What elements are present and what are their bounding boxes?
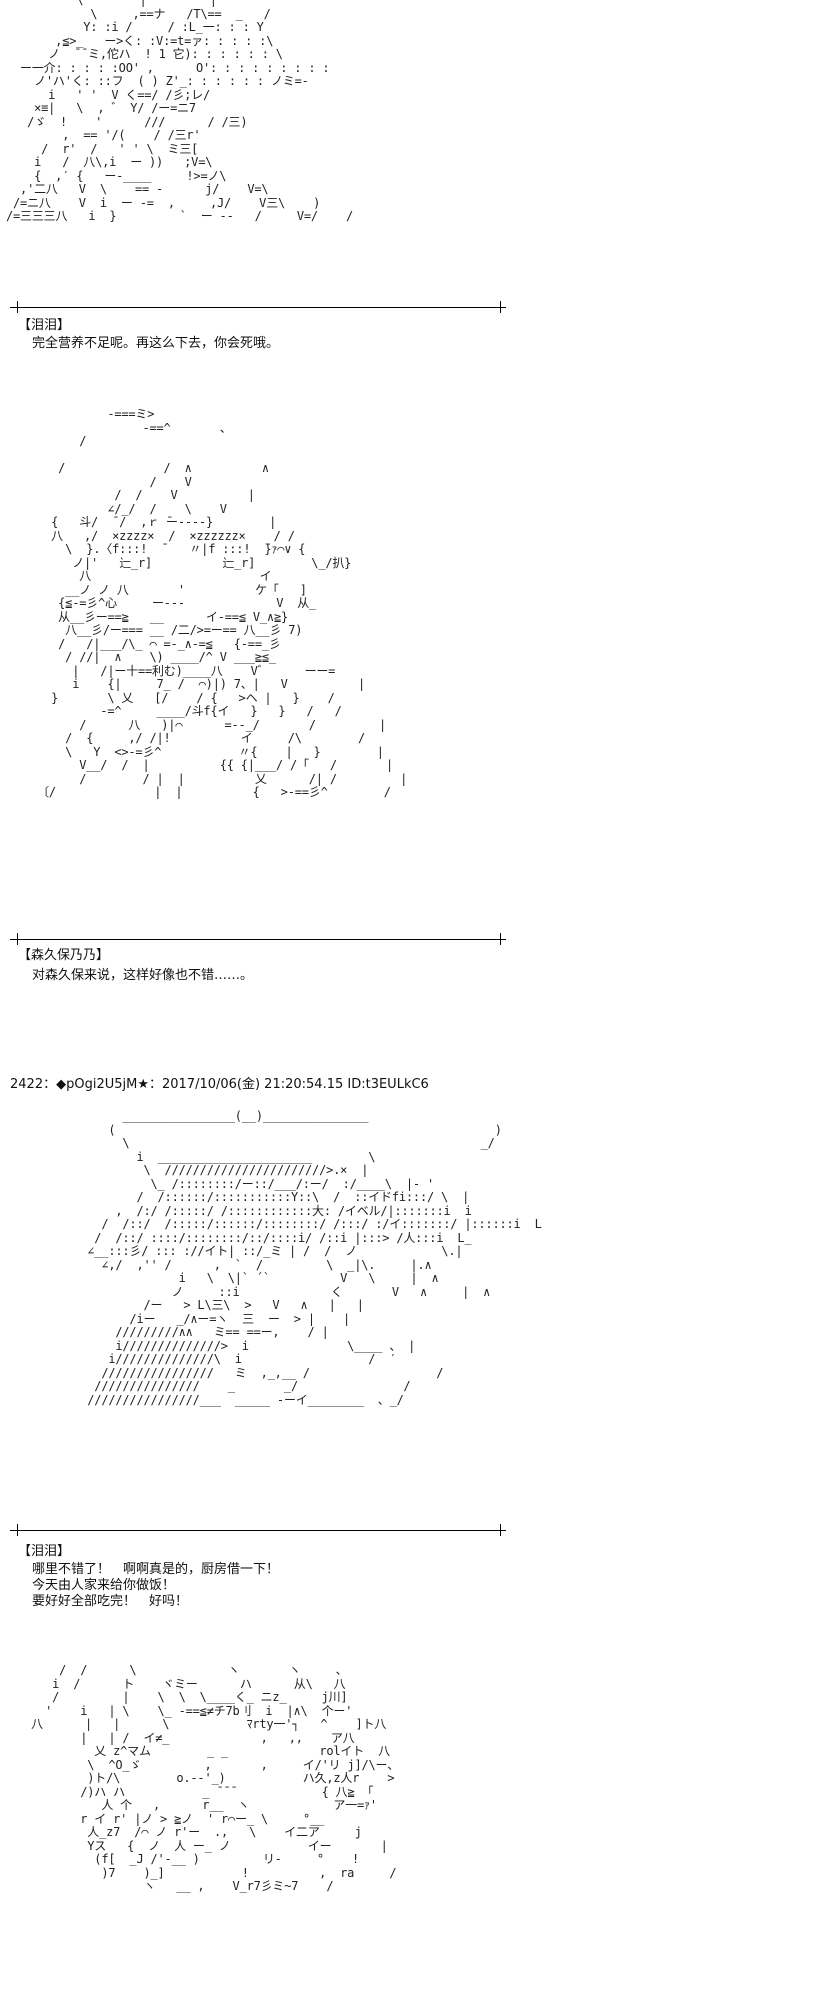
post-header: 2422：◆pOgi2U5jM★：2017/10/06(金) 21:20:54.… <box>10 1077 429 1093</box>
panel-2-dialogue-line: 对森久保来说，这样好像也不错……。 <box>32 968 254 983</box>
panel-1-frame-tick-left <box>17 301 18 313</box>
panel-2-dialogue: 对森久保来说，这样好像也不错……。 <box>32 968 253 984</box>
ascii-art-panel-1: \ | | \ ,==ナ /T\== _ / Y: :i / / :L_一: :… <box>6 0 354 223</box>
panel-1-speaker-name: 【泪泪】 <box>18 318 71 333</box>
panel-2-frame-tick-right <box>500 933 501 945</box>
ascii-art-panel-4: / / \ ヽ ヽ 、 i / ト ヾミー ハ 从\ 八 / | \ \ \__… <box>31 1663 400 1893</box>
panel-2-speaker-name: 【森久保乃乃】 <box>18 948 110 963</box>
post-meta: ：◆pOgi2U5jM★：2017/10/06(金) 21:20:54.15 I… <box>43 1077 429 1092</box>
panel-3-dialogue-line: 今天由人家来给你做饭！ <box>32 1578 176 1593</box>
panel-1-frame-tick-right <box>500 301 501 313</box>
panel-2-frame-line <box>10 939 506 940</box>
panel-3-frame-tick-right <box>500 1524 501 1536</box>
panel-1-dialogue-line: 完全营养不足呢。再这么下去，你会死哦。 <box>32 336 280 351</box>
panel-3-speaker-name: 【泪泪】 <box>18 1544 71 1559</box>
panel-1-frame-line <box>10 307 506 308</box>
ascii-art-panel-3: ________________(__)_______________ ( ) … <box>87 1109 542 1407</box>
panel-3-dialogue: 哪里不错了！ 啊啊真是的，厨房借一下！ 今天由人家来给你做饭！ 要好好全部吃完！… <box>32 1562 279 1610</box>
post-number: 2422 <box>10 1077 44 1092</box>
panel-1-dialogue: 完全营养不足呢。再这么下去，你会死哦。 <box>32 336 279 352</box>
panel-3-frame-line <box>10 1530 506 1531</box>
panel-2-frame-tick-left <box>17 933 18 945</box>
panel-3-dialogue-line: 哪里不错了！ 啊啊真是的，厨房借一下！ <box>32 1562 280 1577</box>
panel-3-dialogue-line: 要好好全部吃完！ 好吗！ <box>32 1594 189 1609</box>
panel-3-frame-tick-left <box>17 1524 18 1536</box>
ascii-art-panel-2: -===ミ> -==^ 、 / / / ∧ ∧ / V / / V | ∠/_/… <box>37 407 408 799</box>
